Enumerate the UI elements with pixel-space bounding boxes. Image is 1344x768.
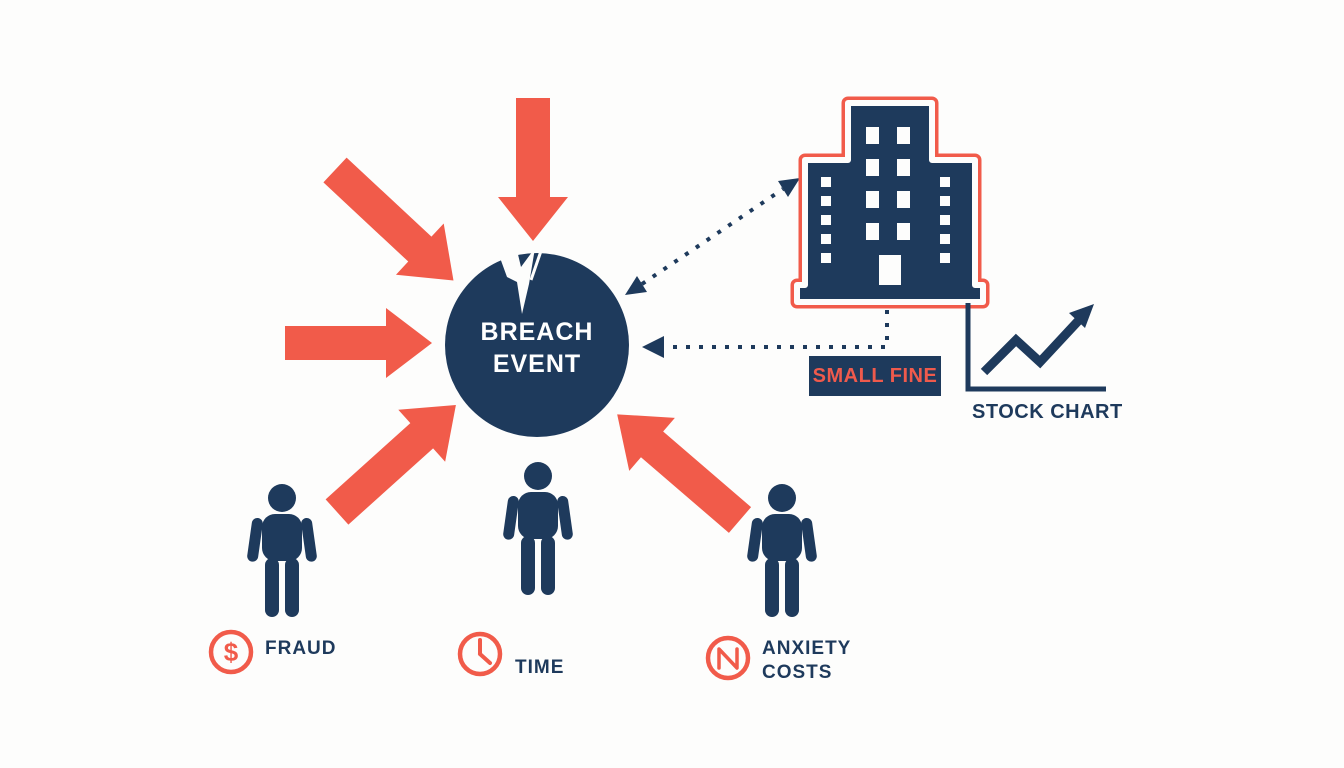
arrow-right-icon <box>285 308 432 378</box>
dotted-connectors <box>625 178 889 358</box>
dollar-glyph: $ <box>224 637 239 667</box>
office-building-icon <box>790 96 990 309</box>
clock-icon <box>457 631 503 677</box>
arrow-diagonal-upright-icon <box>325 404 456 525</box>
victim-icons: $ <box>208 629 751 681</box>
crack-icon <box>499 246 535 314</box>
dotted-line-circle-building <box>640 187 785 286</box>
arrow-diagonal-upleft-icon <box>617 414 752 533</box>
stock-chart-label: STOCK CHART <box>972 401 1123 423</box>
arrowhead-to-building-icon <box>778 178 800 197</box>
fraud-label: FRAUD <box>265 638 337 659</box>
building-windows <box>821 127 950 285</box>
victim-figures <box>246 462 818 617</box>
small-fine-label: SMALL FINE <box>812 364 938 387</box>
breach-circle-icon <box>445 246 629 437</box>
dotted-elbow-line <box>664 310 889 349</box>
dollar-icon: $ <box>208 629 254 675</box>
person-fraud-icon <box>246 484 318 617</box>
arrow-down-icon <box>498 98 568 241</box>
crack-line-icon <box>529 250 543 281</box>
time-label: TIME <box>515 657 565 678</box>
chart-arrowhead-icon <box>1069 304 1094 328</box>
small-fine-badge: SMALL FINE <box>809 356 941 396</box>
rising-line-chart-icon <box>965 303 1106 392</box>
building-door <box>879 255 901 285</box>
person-anxiety-icon <box>746 484 818 617</box>
person-time-icon <box>502 462 574 595</box>
impact-arrows <box>285 98 752 533</box>
arrowhead-to-circle-icon <box>625 276 647 295</box>
anxiety-costs-label: ANXIETY COSTS <box>762 638 852 683</box>
breach-event-label: BREACH EVENT <box>480 318 594 378</box>
arrowhead-left-icon <box>642 336 664 358</box>
anxiety-icon <box>705 635 751 681</box>
arrow-diagonal-downright-icon <box>323 157 454 281</box>
